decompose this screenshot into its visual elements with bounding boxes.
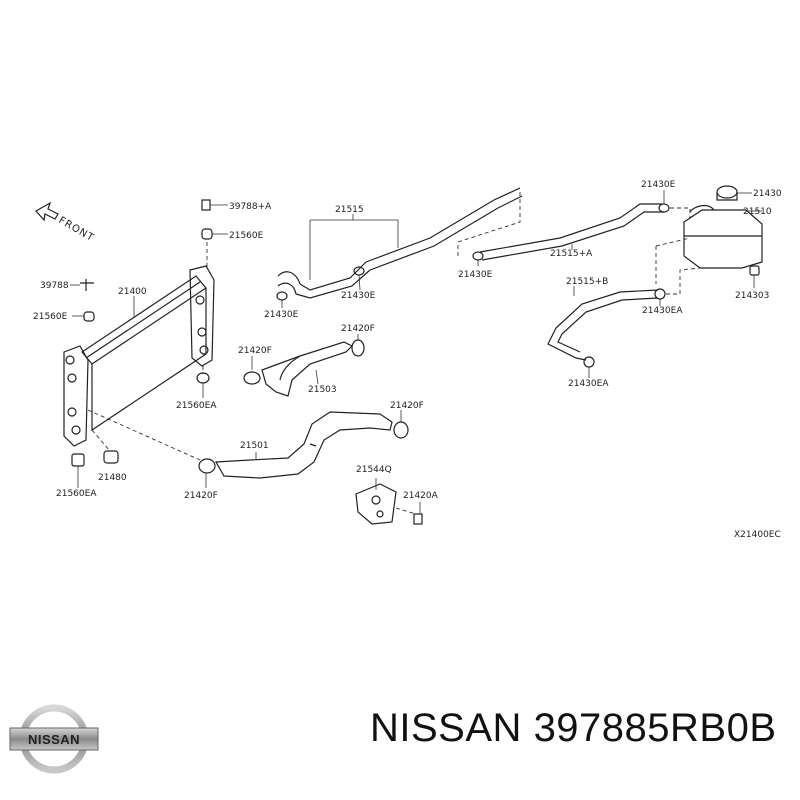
hose-21501 <box>87 409 409 488</box>
label-21420F-a: 21420F <box>238 346 272 356</box>
bolt-39788A <box>201 199 228 211</box>
label-21515A: 21515+A <box>550 249 593 259</box>
label-39788: 39788 <box>40 281 69 291</box>
label-21420F-b: 21420F <box>341 324 375 334</box>
front-label: FRONT <box>57 215 96 244</box>
mount-21560E-top <box>201 228 228 268</box>
brand-name: NISSAN <box>370 706 522 750</box>
logo-text: NISSAN <box>28 732 80 747</box>
label-21420F-c: 21420F <box>390 401 424 411</box>
hose-21515A <box>457 190 691 266</box>
diagram-reference-code: X21400EC <box>734 530 781 540</box>
hose-21515 <box>276 187 523 308</box>
label-21560EA-bot: 21560EA <box>56 489 97 499</box>
hose-21503 <box>243 334 365 397</box>
label-21503: 21503 <box>308 385 337 395</box>
mount-21560EA-bot <box>71 453 85 488</box>
bolt-39788 <box>70 279 94 291</box>
title-separator <box>522 706 534 750</box>
label-39788A: 39788+A <box>229 202 272 212</box>
label-21560E-top: 21560E <box>229 231 264 241</box>
label-21544Q: 21544Q <box>356 465 392 475</box>
label-21430EA-right: 21430EA <box>642 306 683 316</box>
label-21430: 21430 <box>753 189 782 199</box>
mount-21560E-left <box>72 311 95 322</box>
label-21480: 21480 <box>98 473 127 483</box>
label-21430E-a: 21430E <box>641 180 676 190</box>
bracket-21544Q <box>355 478 423 525</box>
part-number: 397885RB0B <box>533 706 777 750</box>
label-21560EA-mid: 21560EA <box>176 401 217 411</box>
label-21560E-left: 21560E <box>33 312 68 322</box>
part-title: NISSAN 397885RB0B <box>370 706 777 751</box>
front-arrow-icon <box>35 201 59 222</box>
reservoir-tank <box>683 185 763 288</box>
label-21515B: 21515+B <box>566 277 608 287</box>
nissan-logo: NISSAN <box>9 704 99 774</box>
mount-21560EA-mid <box>196 366 210 398</box>
hose-21515B <box>547 237 701 378</box>
label-21510: 21510 <box>743 207 772 217</box>
label-21515: 21515 <box>335 205 364 215</box>
radiator <box>63 265 215 447</box>
label-21400: 21400 <box>118 287 147 297</box>
label-21430E-d: 21430E <box>458 270 493 280</box>
label-21501: 21501 <box>240 441 269 451</box>
label-21420F-d: 21420F <box>184 491 218 501</box>
label-21430E-b: 21430E <box>341 291 376 301</box>
bracket-21480 <box>91 429 119 464</box>
label-21430E-c: 21430E <box>264 310 299 320</box>
label-214303: 214303 <box>735 291 769 301</box>
label-21430EA-lower: 21430EA <box>568 379 609 389</box>
label-21420A: 21420A <box>403 491 439 501</box>
